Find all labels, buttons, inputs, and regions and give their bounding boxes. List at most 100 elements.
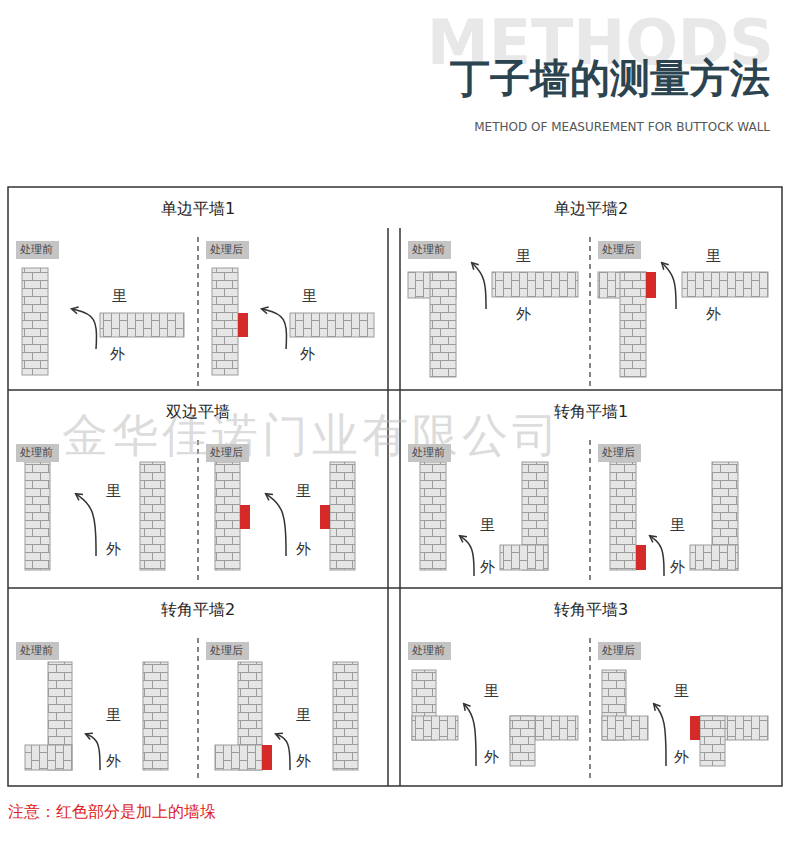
inside-label: 里 bbox=[516, 247, 531, 265]
state-tag: 处理前 bbox=[408, 241, 451, 259]
added-pier bbox=[240, 505, 250, 529]
brick-wall bbox=[510, 716, 535, 766]
dashed-divider bbox=[589, 237, 590, 386]
direction-arrow bbox=[654, 704, 666, 766]
direction-arrow bbox=[472, 263, 486, 309]
outside-label: 外 bbox=[106, 752, 121, 770]
direction-arrow bbox=[72, 309, 97, 349]
direction-arrow bbox=[262, 309, 287, 349]
direction-arrow bbox=[650, 536, 664, 576]
note: 注意：红色部分是加上的墙垛 bbox=[8, 802, 216, 821]
outside-label: 外 bbox=[516, 305, 531, 323]
brick-wall bbox=[682, 272, 768, 297]
direction-arrow bbox=[662, 263, 676, 309]
state-tag: 处理后 bbox=[598, 241, 641, 259]
brick-wall bbox=[602, 716, 648, 740]
brick-wall bbox=[22, 268, 48, 375]
panel: 转角平墙2 处理前 处理后 bbox=[8, 588, 388, 786]
state-tag-text: 处理后 bbox=[602, 243, 637, 256]
brick-wall bbox=[610, 462, 636, 570]
panel-heading: 转角平墙1 bbox=[400, 402, 782, 421]
dashed-divider bbox=[197, 638, 198, 782]
brick-wall bbox=[333, 662, 358, 770]
outside-label: 外 bbox=[296, 540, 311, 558]
state-tag-text: 处理前 bbox=[412, 243, 447, 256]
outside-label: 外 bbox=[480, 558, 495, 576]
dashed-divider bbox=[589, 440, 590, 584]
panel-heading: 转角平墙2 bbox=[8, 600, 388, 619]
direction-arrow bbox=[276, 734, 290, 770]
state-tag: 处理前 bbox=[16, 642, 59, 660]
added-pier bbox=[636, 545, 646, 570]
added-pier bbox=[646, 272, 656, 298]
page-title: 丁子墙的测量方法 bbox=[450, 54, 770, 102]
brick-wall bbox=[500, 545, 548, 570]
inside-label: 里 bbox=[674, 682, 689, 700]
frame-line bbox=[8, 587, 782, 589]
state-tag: 处理前 bbox=[408, 642, 451, 660]
state-tag-text: 处理后 bbox=[602, 446, 637, 459]
frame-line bbox=[8, 389, 782, 391]
frame-line bbox=[387, 228, 389, 786]
outside-label: 外 bbox=[300, 345, 315, 363]
brick-wall bbox=[700, 716, 725, 766]
panel: 双边平墙处理前 处理后 bbox=[8, 390, 388, 588]
brick-wall bbox=[215, 462, 240, 570]
state-tag-text: 处理后 bbox=[210, 644, 245, 657]
outside-label: 外 bbox=[484, 748, 499, 766]
panel: 转角平墙1 处理前 处理后 bbox=[400, 390, 782, 588]
state-tag-text: 处理前 bbox=[412, 644, 447, 657]
brick-wall bbox=[25, 462, 50, 570]
state-tag-text: 处理后 bbox=[210, 446, 245, 459]
state-tag-text: 处理后 bbox=[602, 644, 637, 657]
dashed-divider bbox=[589, 638, 590, 782]
added-pier bbox=[690, 716, 700, 740]
inside-label: 里 bbox=[296, 706, 311, 724]
direction-arrow bbox=[266, 494, 286, 556]
state-tag: 处理后 bbox=[598, 642, 641, 660]
state-tag: 处理前 bbox=[16, 444, 59, 462]
inside-label: 里 bbox=[302, 287, 317, 305]
direction-arrow bbox=[76, 494, 96, 556]
brick-wall bbox=[100, 313, 184, 337]
direction-arrow bbox=[464, 704, 476, 766]
outside-label: 外 bbox=[706, 305, 721, 323]
brick-wall bbox=[620, 272, 646, 377]
brick-wall bbox=[492, 272, 578, 297]
inside-label: 里 bbox=[670, 516, 685, 534]
brick-wall bbox=[215, 745, 262, 770]
inside-label: 里 bbox=[296, 482, 311, 500]
brick-wall bbox=[143, 662, 168, 770]
frame-line bbox=[399, 228, 401, 786]
panel: 单边平墙1处理前处理后 bbox=[8, 187, 388, 390]
state-tag: 处理前 bbox=[408, 444, 451, 462]
panel-heading: 双边平墙 bbox=[8, 402, 388, 421]
inside-label: 里 bbox=[706, 247, 721, 265]
state-tag-text: 处理前 bbox=[20, 243, 55, 256]
state-tag-text: 处理前 bbox=[20, 446, 55, 459]
dashed-divider bbox=[197, 237, 198, 386]
inside-label: 里 bbox=[112, 287, 127, 305]
inside-label: 里 bbox=[484, 682, 499, 700]
added-pier bbox=[320, 505, 330, 529]
outside-label: 外 bbox=[674, 748, 689, 766]
direction-arrow bbox=[86, 734, 100, 770]
inside-label: 里 bbox=[480, 516, 495, 534]
brick-wall bbox=[330, 462, 355, 570]
state-tag: 处理后 bbox=[206, 444, 249, 462]
brick-wall bbox=[420, 462, 446, 570]
walls bbox=[22, 237, 768, 782]
panel: 转角平墙3 处理前 处理后 bbox=[400, 588, 782, 786]
inside-label: 里 bbox=[106, 482, 121, 500]
brick-wall bbox=[140, 462, 165, 570]
panel-heading: 单边平墙1 bbox=[8, 199, 388, 218]
brick-wall bbox=[690, 545, 738, 570]
outside-label: 外 bbox=[296, 752, 311, 770]
brick-wall bbox=[212, 268, 238, 375]
direction-arrow bbox=[460, 536, 474, 576]
frame bbox=[8, 187, 782, 786]
panel-heading: 转角平墙3 bbox=[400, 600, 782, 619]
panel: 单边平墙2处理前处理后 bbox=[400, 187, 782, 390]
state-tag-text: 处理前 bbox=[412, 446, 447, 459]
